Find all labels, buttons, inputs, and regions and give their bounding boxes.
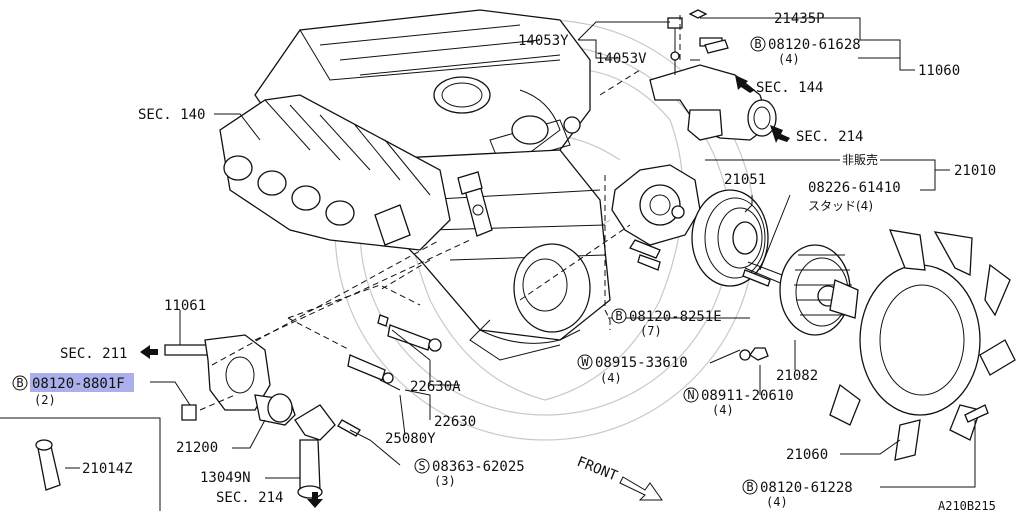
highlight-box: [30, 373, 134, 392]
bolt-number[interactable]: 08363-62025: [432, 459, 525, 475]
bolt-callout[interactable]: B 08120-61628 (4): [750, 36, 861, 66]
intake-manifold: [219, 94, 451, 251]
water-pump: [611, 164, 701, 271]
bolt-qty: (4): [600, 371, 622, 385]
label-21014z[interactable]: 21014Z: [82, 461, 133, 477]
bolt-callout[interactable]: B 08120-8251E (7): [611, 308, 722, 338]
bolt-prefix: B: [16, 376, 23, 390]
label-not-for-sale: 非販売: [842, 152, 878, 167]
bolt-prefix-icon: [683, 387, 699, 403]
inset-box: [0, 417, 161, 511]
label-21060[interactable]: 21060: [786, 447, 828, 463]
bolt-prefix: S: [418, 459, 425, 473]
bolt-number[interactable]: 08226-61410: [808, 180, 901, 196]
label-sec214-top[interactable]: SEC. 214: [796, 129, 863, 145]
bolt-number[interactable]: 08915-33610: [595, 355, 688, 371]
label-21200[interactable]: 21200: [176, 440, 218, 456]
label-sec144[interactable]: SEC. 144: [756, 80, 823, 96]
bolt-prefix: W: [581, 355, 589, 369]
arrow-sec144-icon: [735, 75, 755, 93]
bolt-callout[interactable]: N 08911-20610 (4): [683, 387, 794, 417]
label-14053y[interactable]: 14053Y: [518, 33, 569, 49]
bolt-prefix: B: [615, 309, 622, 323]
bolt-qty: (4): [712, 403, 734, 417]
arrow-sec211-icon: [140, 345, 158, 359]
label-21082[interactable]: 21082: [776, 368, 818, 384]
arrow-sec214-top-icon: [770, 125, 790, 143]
label-14053v[interactable]: 14053V: [596, 51, 647, 67]
label-stud-note: スタッド(4): [808, 199, 873, 213]
bolt-prefix: B: [754, 37, 761, 51]
front-arrow-icon: [619, 476, 663, 501]
bolt-qty: (3): [434, 474, 456, 488]
thermostat-housing-upper: [649, 9, 777, 141]
bolt-prefix: B: [746, 480, 753, 494]
bolt-prefix-icon: [742, 479, 758, 495]
label-front: FRONT: [575, 454, 621, 485]
bolt-qty: (4): [766, 495, 788, 509]
label-21435p[interactable]: 21435P: [774, 11, 825, 27]
bolt-prefix: N: [687, 388, 694, 402]
label-11061[interactable]: 11061: [164, 298, 206, 314]
label-sec140[interactable]: SEC. 140: [138, 107, 205, 123]
label-diagram-code: A210B215: [938, 499, 996, 511]
bolt-callout[interactable]: 08226-61410: [808, 180, 901, 196]
label-21051[interactable]: 21051: [724, 172, 766, 188]
leader-lines: [65, 17, 976, 488]
sensors: [347, 314, 442, 384]
bolt-prefix-icon: [750, 36, 766, 52]
bolt-prefix-icon: [12, 375, 28, 391]
bolt-number[interactable]: 08120-61228: [760, 480, 853, 496]
bolt-number[interactable]: 08120-61628: [768, 37, 861, 53]
bolt-callout[interactable]: B 08120-61228 (4): [742, 479, 853, 509]
label-sec211[interactable]: SEC. 211: [60, 346, 127, 362]
bolt-prefix-icon: [577, 354, 593, 370]
bolt-number[interactable]: 08120-8801F: [32, 376, 125, 392]
label-22630a[interactable]: 22630A: [410, 379, 461, 395]
label-sec214-bottom[interactable]: SEC. 214: [216, 490, 283, 506]
label-22630[interactable]: 22630: [434, 414, 476, 430]
label-11060[interactable]: 11060: [918, 63, 960, 79]
direction-arrows: [140, 75, 790, 508]
bolt-callouts: B 08120-61628 (4) 08226-61410 B 08120-82…: [12, 36, 901, 509]
label-13049n[interactable]: 13049N: [200, 470, 251, 486]
bolt-qty: (2): [34, 393, 56, 407]
label-25080y[interactable]: 25080Y: [385, 431, 436, 447]
pulley: [691, 189, 791, 287]
arrow-sec214-bottom-icon: [307, 492, 323, 508]
assembly-lines: [199, 15, 681, 411]
bolt-prefix-icon: [414, 458, 430, 474]
bolt-qty: (7): [640, 324, 662, 338]
bolt-number[interactable]: 08911-20610: [701, 388, 794, 404]
bolt-qty: (4): [778, 52, 800, 66]
bolt-callout[interactable]: S 08363-62025 (3): [414, 458, 525, 488]
bolt-prefix-icon: [611, 308, 627, 324]
water-outlet-lower: [164, 334, 336, 499]
fan-blade: [829, 229, 1016, 461]
bolt-number[interactable]: 08120-8251E: [629, 309, 722, 325]
label-21010[interactable]: 21010: [954, 163, 996, 179]
bolt-callout-selected[interactable]: B 08120-8801F (2): [12, 375, 125, 407]
bolt-callout[interactable]: W 08915-33610 (4): [577, 354, 688, 385]
